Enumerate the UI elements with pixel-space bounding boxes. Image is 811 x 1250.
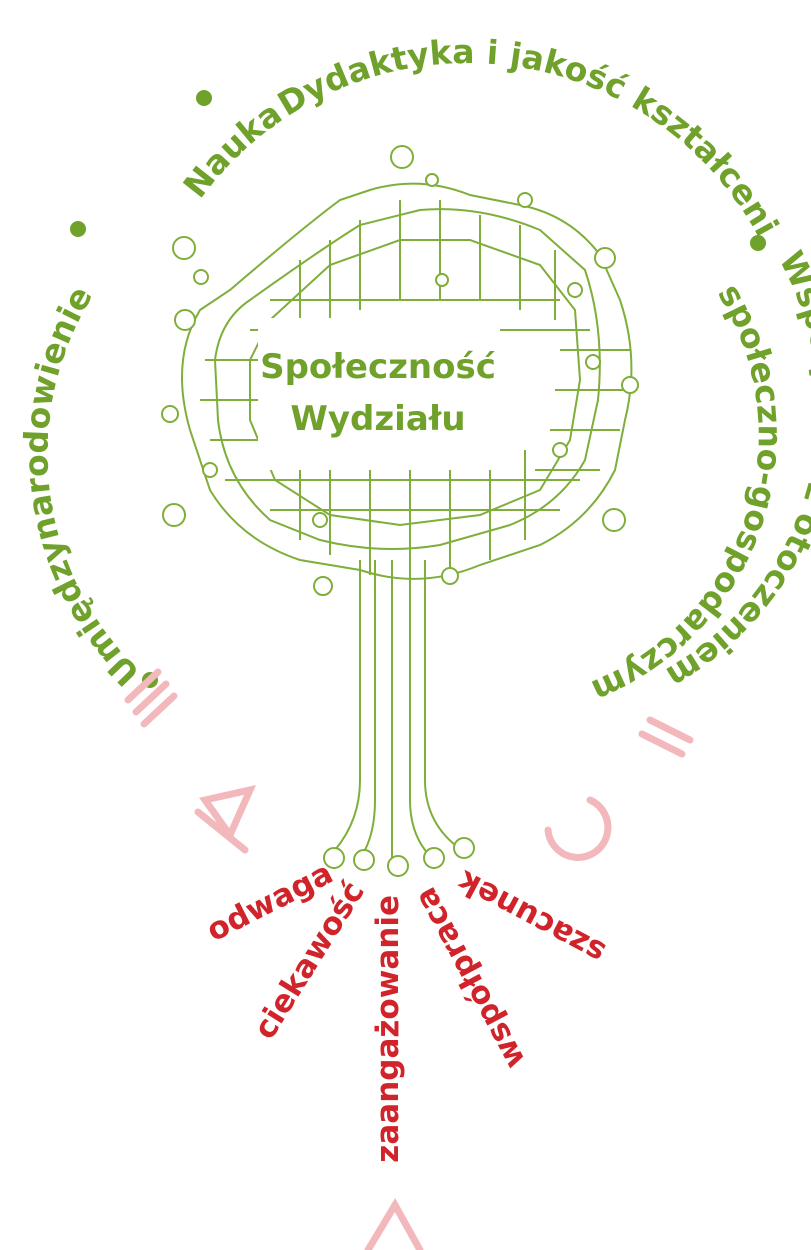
bullet-dot <box>196 90 212 106</box>
arc-label-didactics: Dydaktyka i jakość kształcenia <box>0 0 786 242</box>
pink-triangle-bottom-icon <box>364 1198 424 1250</box>
arc-label-socio-economic: społeczno-gospodarczym <box>586 277 790 711</box>
circuit-tree-crown <box>161 145 639 877</box>
arc-label-science: Nauka <box>175 93 288 204</box>
center-label-box <box>258 318 500 470</box>
center-title-line1: Społeczność <box>260 347 496 387</box>
pink-triangle-cross-icon <box>194 785 257 854</box>
pink-equals-left-icon <box>124 668 178 728</box>
center-title-line2: Wydziału <box>290 399 465 439</box>
arc-label-internationalization: Umiędzynarodowienie <box>16 279 147 694</box>
pink-equals-right-icon <box>638 716 694 758</box>
bullet-dot <box>750 235 766 251</box>
value-engagement: zaangażowanie <box>370 895 406 1163</box>
pink-circle-icon <box>544 796 612 861</box>
bullet-dot <box>70 221 86 237</box>
